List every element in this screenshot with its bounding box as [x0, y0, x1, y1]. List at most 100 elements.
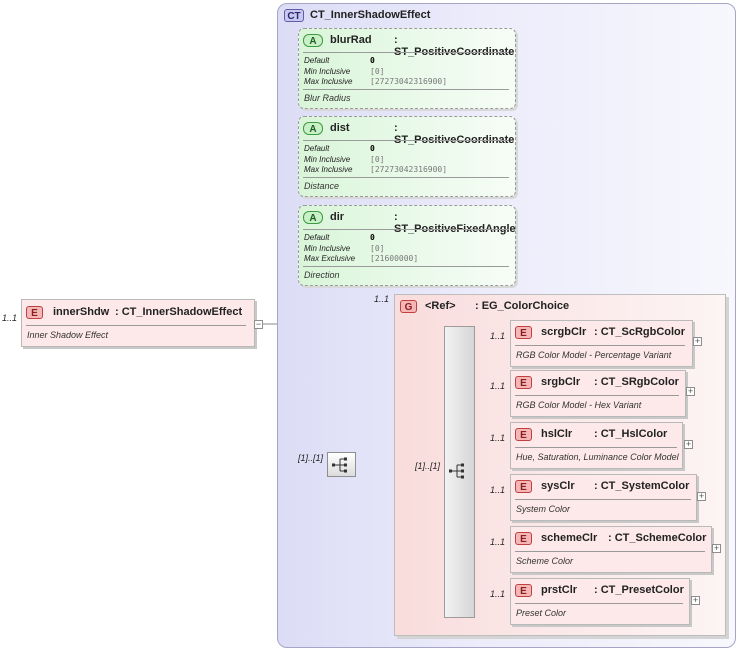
- property-label: Max Exclusive: [304, 254, 356, 263]
- attribute-doc: Blur Radius: [304, 93, 351, 103]
- complex-type-badge: CT: [284, 9, 304, 22]
- element-type: : CT_SchemeColor: [608, 532, 707, 544]
- expand-toggle[interactable]: +: [693, 336, 702, 346]
- element-doc: RGB Color Model - Hex Variant: [516, 400, 642, 410]
- attribute-badge: A: [303, 122, 323, 135]
- element-doc: Preset Color: [516, 608, 567, 618]
- divider: [515, 551, 705, 552]
- group-badge: G: [400, 300, 417, 313]
- attribute-type: : ST_PositiveCoordinate: [394, 122, 515, 146]
- attribute-type: : ST_PositiveCoordinate: [394, 34, 515, 58]
- expand-toggle[interactable]: +: [684, 439, 693, 449]
- attribute-doc: Distance: [304, 181, 340, 191]
- property-value: [0]: [370, 155, 385, 164]
- element-badge: E: [26, 306, 43, 319]
- group-name: : EG_ColorChoice: [475, 300, 570, 312]
- divider: [303, 177, 509, 178]
- property-value: 0: [370, 56, 375, 65]
- property-label: Min Inclusive: [304, 155, 351, 164]
- element-type: : CT_SRgbColor: [594, 376, 679, 388]
- choice-occurrence: [1]..[1]: [415, 461, 441, 471]
- property-value: [27273042316900]: [370, 165, 448, 174]
- element-type: : CT_ScRgbColor: [594, 326, 686, 338]
- divider: [515, 345, 685, 346]
- element-type: : CT_PresetColor: [594, 584, 684, 596]
- divider: [303, 52, 509, 53]
- element-badge: E: [515, 326, 532, 339]
- element-sysClr[interactable]: E sysClr : CT_SystemColor System Color: [510, 474, 697, 521]
- element-name: srgbClr: [541, 376, 581, 388]
- choice-occurrence-label: 1..1: [490, 589, 506, 599]
- root-occurrence: 1..1: [2, 313, 18, 323]
- attribute-dist[interactable]: A dist : ST_PositiveCoordinate Default 0…: [298, 116, 516, 197]
- choice-occurrence-label: 1..1: [490, 537, 506, 547]
- element-badge: E: [515, 480, 532, 493]
- divider: [26, 325, 246, 326]
- element-name: schemeClr: [541, 532, 598, 544]
- element-doc: Scheme Color: [516, 556, 574, 566]
- root-element-type: : CT_InnerShadowEffect: [115, 306, 243, 318]
- choice-occurrence-label: 1..1: [490, 381, 506, 391]
- choice-icon: [449, 463, 464, 479]
- sequence-icon: [332, 457, 347, 473]
- expand-toggle[interactable]: +: [712, 543, 721, 553]
- attribute-type: : ST_PositiveFixedAngle: [394, 211, 516, 235]
- property-label: Max Inclusive: [304, 165, 353, 174]
- complex-type-name: CT_InnerShadowEffect: [310, 9, 431, 21]
- attribute-doc: Direction: [304, 270, 340, 280]
- element-name: sysClr: [541, 480, 575, 492]
- property-value: [0]: [370, 244, 385, 253]
- property-value: [0]: [370, 67, 385, 76]
- element-scrgbClr[interactable]: E scrgbClr : CT_ScRgbColor RGB Color Mod…: [510, 320, 693, 367]
- element-doc: System Color: [516, 504, 571, 514]
- divider: [303, 266, 509, 267]
- choice-compositor[interactable]: [444, 326, 475, 618]
- attribute-badge: A: [303, 34, 323, 47]
- choice-occurrence-label: 1..1: [490, 485, 506, 495]
- property-label: Default: [304, 144, 330, 153]
- property-label: Default: [304, 56, 330, 65]
- divider: [515, 447, 677, 448]
- divider: [515, 395, 679, 396]
- expand-toggle[interactable]: +: [697, 491, 706, 501]
- element-prstClr[interactable]: E prstClr : CT_PresetColor Preset Color: [510, 578, 690, 625]
- divider: [303, 229, 509, 230]
- property-value: [27273042316900]: [370, 77, 448, 86]
- property-value: 0: [370, 144, 375, 153]
- sequence-occurrence: [1]..[1]: [298, 453, 324, 463]
- root-element-innerShdw[interactable]: E innerShdw : CT_InnerShadowEffect Inner…: [21, 299, 255, 347]
- root-element-doc: Inner Shadow Effect: [27, 330, 109, 340]
- divider: [303, 89, 509, 90]
- element-type: : CT_SystemColor: [594, 480, 690, 492]
- expand-toggle[interactable]: +: [691, 595, 700, 605]
- element-doc: Hue, Saturation, Luminance Color Model: [516, 452, 679, 462]
- element-schemeClr[interactable]: E schemeClr : CT_SchemeColor Scheme Colo…: [510, 526, 712, 573]
- property-label: Default: [304, 233, 330, 242]
- element-name: scrgbClr: [541, 326, 587, 338]
- element-hslClr[interactable]: E hslClr : CT_HslColor Hue, Saturation, …: [510, 422, 683, 469]
- divider: [515, 499, 691, 500]
- element-badge: E: [515, 584, 532, 597]
- element-badge: E: [515, 428, 532, 441]
- attribute-name: dir: [330, 211, 345, 223]
- property-label: Min Inclusive: [304, 244, 351, 253]
- sequence-compositor[interactable]: [327, 452, 356, 477]
- expand-toggle[interactable]: +: [686, 386, 695, 396]
- attribute-badge: A: [303, 211, 323, 224]
- attribute-name: dist: [330, 122, 350, 134]
- divider: [303, 140, 509, 141]
- property-label: Max Inclusive: [304, 77, 353, 86]
- choice-occurrence-label: 1..1: [490, 433, 506, 443]
- group-occurrence: 1..1: [374, 294, 390, 304]
- element-srgbClr[interactable]: E srgbClr : CT_SRgbColor RGB Color Model…: [510, 370, 686, 417]
- attribute-blurRad[interactable]: A blurRad : ST_PositiveCoordinate Defaul…: [298, 28, 516, 109]
- element-badge: E: [515, 532, 532, 545]
- attribute-name: blurRad: [330, 34, 372, 46]
- choice-occurrence-label: 1..1: [490, 331, 506, 341]
- element-name: hslClr: [541, 428, 573, 440]
- element-doc: RGB Color Model - Percentage Variant: [516, 350, 672, 360]
- attribute-dir[interactable]: A dir : ST_PositiveFixedAngle Default 0 …: [298, 205, 516, 286]
- divider: [515, 603, 683, 604]
- element-badge: E: [515, 376, 532, 389]
- collapse-toggle[interactable]: −: [254, 319, 263, 329]
